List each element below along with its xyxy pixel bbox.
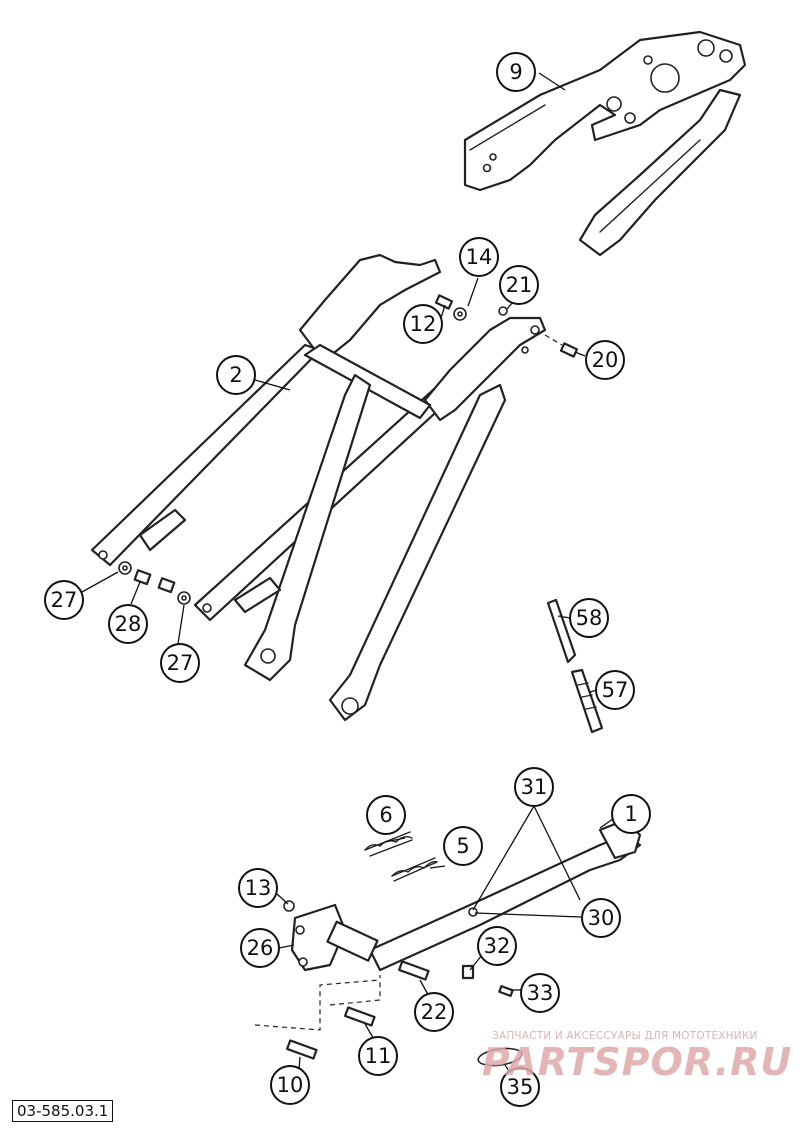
diagram-code-label: 03-585.03.1 bbox=[12, 1100, 114, 1122]
callout-31: 31 bbox=[514, 767, 554, 807]
svg-text:33: 33 bbox=[527, 981, 554, 1005]
svg-text:10: 10 bbox=[277, 1073, 304, 1097]
svg-text:13: 13 bbox=[245, 876, 272, 900]
svg-text:22: 22 bbox=[421, 1000, 448, 1024]
callout-20: 20 bbox=[585, 340, 625, 380]
svg-text:12: 12 bbox=[410, 312, 437, 336]
callout-58: 58 bbox=[569, 598, 609, 638]
callout-26: 26 bbox=[240, 928, 280, 968]
watermark-tagline: ЗАПЧАСТИ И АКСЕССУАРЫ ДЛЯ МОТОТЕХНИКИ bbox=[492, 1030, 758, 1042]
callout-12: 12 bbox=[403, 304, 443, 344]
callout-6: 6 bbox=[366, 795, 406, 835]
svg-text:6: 6 bbox=[379, 803, 392, 827]
callout-5: 5 bbox=[443, 826, 483, 866]
callout-27-right: 27 bbox=[160, 643, 200, 683]
svg-text:5: 5 bbox=[456, 834, 469, 858]
callout-9: 9 bbox=[496, 52, 536, 92]
callout-10: 10 bbox=[270, 1065, 310, 1105]
svg-text:28: 28 bbox=[115, 612, 142, 636]
callout-13: 13 bbox=[238, 868, 278, 908]
callout-14: 14 bbox=[459, 237, 499, 277]
svg-text:2: 2 bbox=[229, 363, 242, 387]
svg-text:9: 9 bbox=[509, 60, 522, 84]
svg-text:1: 1 bbox=[624, 802, 637, 826]
callout-33: 33 bbox=[520, 973, 560, 1013]
svg-text:20: 20 bbox=[592, 348, 619, 372]
callout-27-left: 27 bbox=[44, 580, 84, 620]
hardware-bolts bbox=[118, 294, 579, 605]
svg-text:27: 27 bbox=[51, 588, 78, 612]
svg-text:58: 58 bbox=[576, 606, 603, 630]
strap-parts bbox=[546, 598, 604, 734]
svg-text:35: 35 bbox=[507, 1075, 534, 1099]
rear-bracket-part bbox=[463, 30, 747, 257]
svg-text:32: 32 bbox=[484, 934, 511, 958]
callout-28: 28 bbox=[108, 604, 148, 644]
svg-text:14: 14 bbox=[466, 245, 493, 269]
leader-lines bbox=[81, 72, 618, 1081]
svg-text:21: 21 bbox=[506, 273, 533, 297]
svg-text:57: 57 bbox=[602, 678, 629, 702]
subframe-part bbox=[90, 253, 547, 722]
callout-30: 30 bbox=[581, 898, 621, 938]
svg-text:30: 30 bbox=[588, 906, 615, 930]
watermark-brand: PARTSPOR.RU bbox=[482, 1040, 793, 1084]
svg-text:26: 26 bbox=[247, 936, 274, 960]
callout-57: 57 bbox=[595, 670, 635, 710]
svg-text:27: 27 bbox=[167, 651, 194, 675]
callout-21: 21 bbox=[499, 265, 539, 305]
callout-35: 35 bbox=[500, 1067, 540, 1107]
callout-22: 22 bbox=[414, 992, 454, 1032]
side-stand-part bbox=[254, 818, 642, 1067]
callout-32: 32 bbox=[477, 926, 517, 966]
callout-1: 1 bbox=[611, 794, 651, 834]
svg-text:31: 31 bbox=[521, 775, 548, 799]
callout-2: 2 bbox=[216, 355, 256, 395]
callout-11: 11 bbox=[358, 1036, 398, 1076]
svg-text:11: 11 bbox=[365, 1044, 392, 1068]
